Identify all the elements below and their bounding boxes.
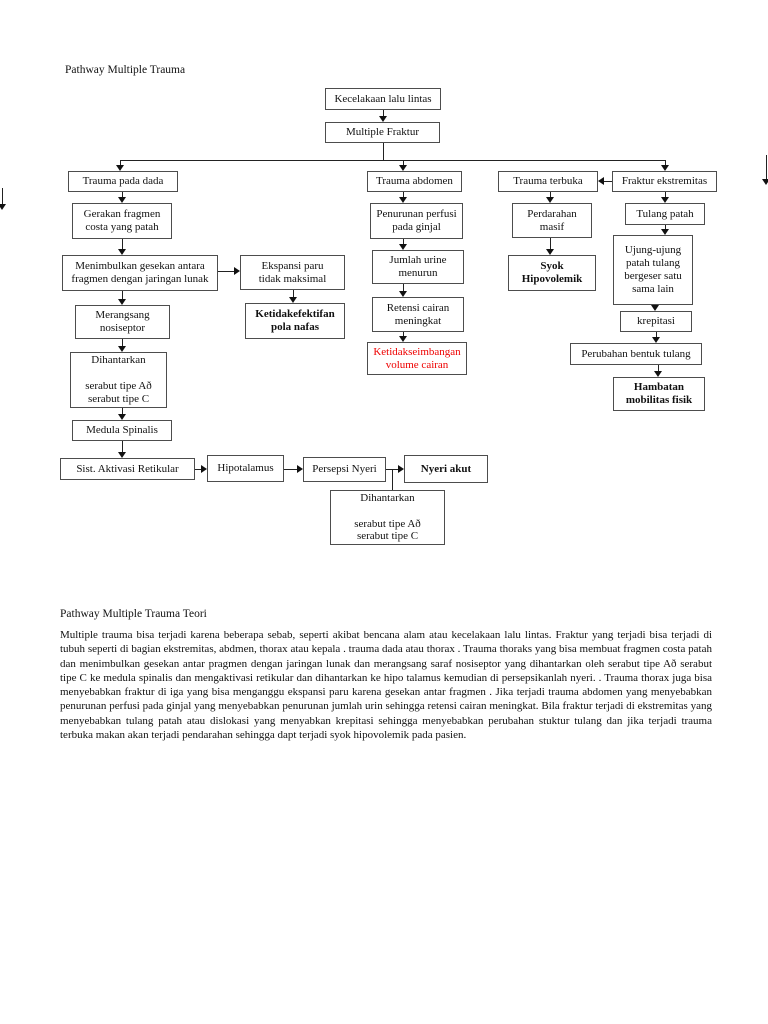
arrowhead-down bbox=[661, 229, 669, 235]
line bbox=[403, 239, 404, 244]
flow-node-trauma-pada-dada: Trauma pada dada bbox=[68, 171, 178, 192]
line bbox=[218, 271, 234, 272]
line bbox=[658, 365, 659, 371]
flow-node-hipotalamus: Hipotalamus bbox=[207, 455, 284, 482]
arrowhead-down bbox=[118, 197, 126, 203]
arrowhead-down bbox=[546, 197, 554, 203]
arrowhead-down bbox=[399, 336, 407, 342]
line bbox=[122, 291, 123, 299]
line bbox=[383, 110, 384, 116]
line bbox=[120, 160, 665, 161]
flow-node-ketidakseimbangan-volume-cairan: Ketidakseimbangan volume cairan bbox=[367, 342, 467, 375]
arrowhead-down bbox=[289, 297, 297, 303]
flow-node-ekspansi-paru: Ekspansi paru tidak maksimal bbox=[240, 255, 345, 290]
arrowhead-down bbox=[118, 346, 126, 352]
arrowhead-down bbox=[399, 197, 407, 203]
line bbox=[386, 469, 398, 470]
flow-node-nyeri-akut: Nyeri akut bbox=[404, 455, 488, 483]
flow-node-medula-spinalis: Medula Spinalis bbox=[72, 420, 172, 441]
flow-node-penurunan-perfusi: Penurunan perfusi pada ginjal bbox=[370, 203, 463, 239]
flow-node-dihantarkan-serabut-2: Dihantarkan serabut tipe Að serabut tipe… bbox=[330, 490, 445, 545]
line bbox=[403, 284, 404, 291]
teori-heading: Pathway Multiple Trauma Teori bbox=[60, 608, 207, 620]
arrowhead-down bbox=[118, 249, 126, 255]
arrowhead-down bbox=[379, 116, 387, 122]
arrowhead-down bbox=[654, 371, 662, 377]
flow-node-trauma-abdomen: Trauma abdomen bbox=[367, 171, 462, 192]
line bbox=[665, 225, 666, 229]
arrowhead-down bbox=[399, 165, 407, 171]
line bbox=[122, 192, 123, 197]
flow-node-kecelakaan-lalu-lintas: Kecelakaan lalu lintas bbox=[325, 88, 441, 110]
flow-node-trauma-terbuka: Trauma terbuka bbox=[498, 171, 598, 192]
arrowhead-down bbox=[661, 165, 669, 171]
page-title: Pathway Multiple Trauma bbox=[65, 64, 186, 76]
line bbox=[284, 469, 297, 470]
teori-paragraph: Multiple trauma bisa terjadi karena bebe… bbox=[60, 629, 712, 742]
arrowhead-down bbox=[0, 204, 6, 210]
flow-node-dihantarkan-serabut-1: Dihantarkan serabut tipe Að serabut tipe… bbox=[70, 352, 167, 408]
arrowhead-down bbox=[652, 337, 660, 343]
line bbox=[403, 332, 404, 336]
flow-node-retensi-cairan: Retensi cairan meningkat bbox=[372, 297, 464, 332]
arrowhead-down bbox=[399, 291, 407, 297]
line bbox=[403, 160, 404, 165]
flow-node-persepsi-nyeri: Persepsi Nyeri bbox=[303, 457, 386, 482]
flow-node-syok-hipovolemik: Syok Hipovolemik bbox=[508, 255, 596, 291]
arrowhead-right bbox=[201, 465, 207, 473]
flow-node-perdarahan-masif: Perdarahan masif bbox=[512, 203, 592, 238]
line bbox=[195, 469, 201, 470]
arrowhead-down bbox=[546, 249, 554, 255]
flow-node-gerakan-fragmen: Gerakan fragmen costa yang patah bbox=[72, 203, 172, 239]
line bbox=[550, 238, 551, 249]
line bbox=[122, 408, 123, 414]
arrowhead-right bbox=[297, 465, 303, 473]
line bbox=[122, 339, 123, 346]
line bbox=[766, 155, 767, 179]
line bbox=[604, 181, 612, 182]
flow-node-perubahan-bentuk-tulang: Perubahan bentuk tulang bbox=[570, 343, 702, 365]
flow-node-tulang-patah: Tulang patah bbox=[625, 203, 705, 225]
flow-node-menimbulkan-gesekan: Menimbulkan gesekan antara fragmen denga… bbox=[62, 255, 218, 291]
arrowhead-down bbox=[661, 197, 669, 203]
arrowhead-down bbox=[651, 305, 659, 311]
line bbox=[550, 192, 551, 197]
flow-node-multiple-fraktur: Multiple Fraktur bbox=[325, 122, 440, 143]
line bbox=[120, 160, 121, 165]
arrowhead-down bbox=[118, 452, 126, 458]
line bbox=[665, 192, 666, 197]
flow-node-sist-aktivasi-retikular: Sist. Aktivasi Retikular bbox=[60, 458, 195, 480]
flow-node-ujung-ujung-patah: Ujung-ujung patah tulang bergeser satu s… bbox=[613, 235, 693, 305]
flow-node-jumlah-urine: Jumlah urine menurun bbox=[372, 250, 464, 284]
arrowhead-right bbox=[234, 267, 240, 275]
arrowhead-left bbox=[598, 177, 604, 185]
line bbox=[392, 470, 393, 490]
arrowhead-down bbox=[118, 414, 126, 420]
flow-node-merangsang-nosiseptor: Merangsang nosiseptor bbox=[75, 305, 170, 339]
arrowhead-right bbox=[398, 465, 404, 473]
flow-node-krepitasi: krepitasi bbox=[620, 311, 692, 332]
arrowhead-down bbox=[762, 179, 768, 185]
arrowhead-down bbox=[118, 299, 126, 305]
line bbox=[403, 192, 404, 197]
line bbox=[656, 332, 657, 337]
line bbox=[2, 188, 3, 204]
arrowhead-down bbox=[116, 165, 124, 171]
line bbox=[383, 143, 384, 160]
flow-node-hambatan-mobilitas-fisik: Hambatan mobilitas fisik bbox=[613, 377, 705, 411]
flow-node-fraktur-ekstremitas: Fraktur ekstremitas bbox=[612, 171, 717, 192]
line bbox=[665, 160, 666, 165]
flow-node-ketidakefektifan-pola-nafas: Ketidakefektifan pola nafas bbox=[245, 303, 345, 339]
line bbox=[122, 441, 123, 452]
line bbox=[293, 290, 294, 297]
line bbox=[122, 239, 123, 249]
arrowhead-down bbox=[399, 244, 407, 250]
